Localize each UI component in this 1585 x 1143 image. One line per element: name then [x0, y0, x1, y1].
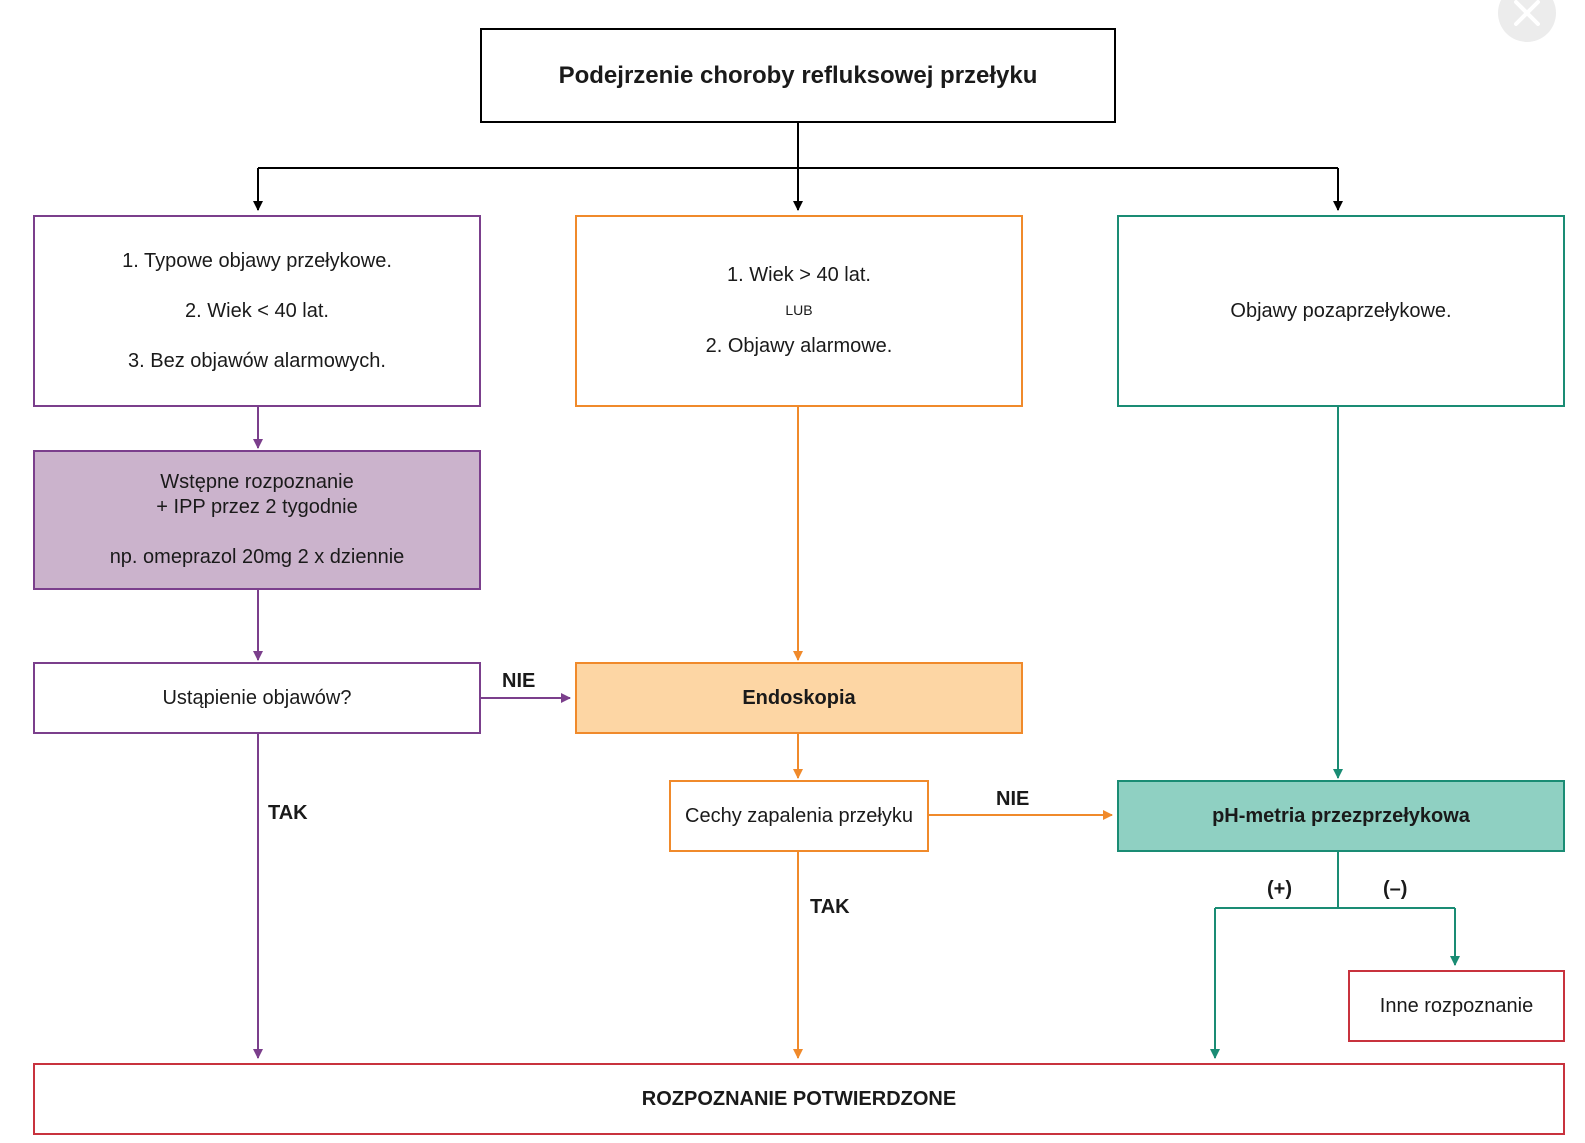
close-icon	[1514, 0, 1540, 26]
or-label: LUB	[785, 302, 813, 319]
middle-branch-connectors	[793, 407, 1113, 1059]
treatment-line-3: np. omeprazol 20mg 2 x dziennie	[109, 546, 405, 568]
left-criteria-box: 1. Typowe objawy przełykowe. 2. Wiek < 4…	[33, 215, 481, 407]
diagnosis-confirmed-label: ROZPOZNANIE POTWIERDZONE	[641, 1087, 957, 1110]
other-diagnosis-box: Inne rozpoznanie	[1348, 970, 1565, 1042]
left-criteria-1: 1. Typowe objawy przełykowe.	[122, 249, 392, 272]
middle-criteria-1: 1. Wiek > 40 lat.	[727, 264, 871, 287]
left-yes-label: TAK	[268, 802, 308, 824]
ph-metry-box: pH-metria przezprzełykowa	[1117, 780, 1565, 852]
positive-label: (+)	[1267, 878, 1292, 900]
ph-metry-label: pH-metria przezprzełykowa	[1212, 804, 1470, 827]
extraesophageal-symptoms: Objawy pozaprzełykowe.	[1230, 299, 1452, 322]
symptom-resolution-question: Ustąpienie objawów?	[33, 662, 481, 734]
close-button[interactable]	[1498, 0, 1556, 42]
left-no-label: NIE	[502, 670, 536, 692]
middle-no-label: NIE	[996, 788, 1030, 810]
middle-criteria-2: 2. Objawy alarmowe.	[705, 334, 893, 357]
right-branch-connectors	[1210, 407, 1460, 1059]
left-criteria-3: 3. Bez objawów alarmowych.	[128, 349, 386, 372]
treatment-line-2: + IPP przez 2 tygodnie	[156, 496, 358, 518]
left-criteria-2: 2. Wiek < 40 lat.	[185, 299, 329, 322]
endoscopy-label: Endoskopia	[742, 686, 856, 709]
start-box: Podejrzenie choroby refluksowej przełyku	[480, 28, 1116, 123]
middle-criteria-box: 1. Wiek > 40 lat. LUB 2. Objawy alarmowe…	[575, 215, 1023, 407]
diagnosis-confirmed-box: ROZPOZNANIE POTWIERDZONE	[33, 1063, 1565, 1135]
treatment-line-1: Wstępne rozpoznanie	[160, 471, 354, 493]
top-split-connector	[253, 122, 1343, 211]
right-criteria-box: Objawy pozaprzełykowe.	[1117, 215, 1565, 407]
esophagitis-question: Cechy zapalenia przełyku	[669, 780, 929, 852]
left-branch-connectors	[253, 407, 571, 1059]
initial-treatment-box: Wstępne rozpoznanie + IPP przez 2 tygodn…	[33, 450, 481, 590]
other-diagnosis-label: Inne rozpoznanie	[1379, 994, 1534, 1017]
page-title: Podejrzenie choroby refluksowej przełyku	[558, 61, 1038, 89]
negative-label: (–)	[1383, 878, 1408, 900]
middle-yes-label: TAK	[810, 896, 850, 918]
esophagitis-label: Cechy zapalenia przełyku	[685, 804, 913, 827]
endoscopy-box: Endoskopia	[575, 662, 1023, 734]
symptom-resolution-label: Ustąpienie objawów?	[162, 686, 352, 709]
